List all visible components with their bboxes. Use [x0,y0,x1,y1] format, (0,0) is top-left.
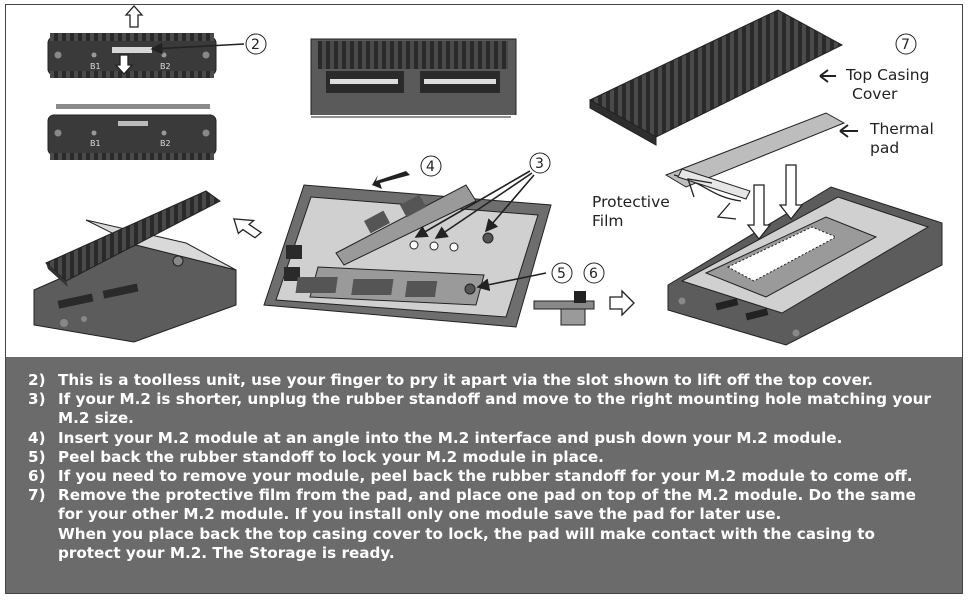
instruction-text: Remove the protective film from the pad,… [58,486,916,524]
open-casing-right [667,164,943,346]
top-casing-cover-label: Top Casing [845,66,929,84]
instruction-item: 3) If your M.2 is shorter, unplug the ru… [28,390,931,428]
svg-text:5: 5 [557,266,566,282]
arrow-left-icon [372,171,410,189]
page-frame [5,4,963,594]
callout-5: 5 [551,262,573,284]
instruction-item: 6) If you need to remove your module, pe… [28,467,913,486]
protective-film-label-2: Film [592,212,624,230]
callout-6: 6 [583,262,605,284]
svg-text:7: 7 [901,37,910,53]
diagram-area: B1 B2 2 B1 B2 [33,5,943,346]
casing-lifted-lid [33,190,263,343]
front-view-closed: B1 B2 [47,5,245,78]
top-casing-cover [588,9,844,146]
thermal-pad-label: Thermal [869,120,934,138]
connector-bottom [284,267,300,281]
callout-2: 2 [245,33,267,55]
slot-closeup [306,38,521,131]
slot-b1-label: B1 [90,62,101,71]
instruction-item: 4) Insert your M.2 module at an angle in… [28,428,843,447]
arrow-right-icon [609,289,635,317]
instruction-item: 5) Peel back the rubber standoff to lock… [28,447,604,466]
callout-7: 7 [895,33,917,55]
instruction-extra-text: When you place back the top casing cover… [58,524,875,562]
thermal-pad [664,112,846,202]
instruction-item: 7) Remove the protective film from the p… [28,486,932,563]
top-casing-cover-label-2: Cover [852,85,898,103]
callout-3: 3 [529,152,551,174]
connector-top [286,245,302,259]
arrow-down-icon [746,184,772,241]
arrow-upleft-icon [233,218,263,239]
pry-slot [112,47,152,53]
svg-text:2: 2 [251,37,260,53]
thermal-pad-label-2: pad [870,139,899,157]
svg-text:6: 6 [589,266,598,282]
callout-4: 4 [420,155,442,177]
arrow-down-icon [778,164,804,221]
svg-text:3: 3 [535,156,544,172]
instruction-list: 2) This is a toolless unit, use your fin… [6,357,962,563]
protective-film-label: Protective [592,193,670,211]
front-view-open: B1 B2 [47,104,217,160]
slot-b2-label: B2 [160,139,171,148]
instructions-panel: 2) This is a toolless unit, use your fin… [6,357,962,593]
arrow-up-icon [124,5,144,28]
slot-b1-label: B1 [90,139,101,148]
svg-text:4: 4 [426,159,435,175]
slot-b2-label: B2 [160,62,171,71]
module-install [263,170,635,328]
arrow-down-icon [114,54,134,75]
instruction-item: 2) This is a toolless unit, use your fin… [28,371,873,389]
